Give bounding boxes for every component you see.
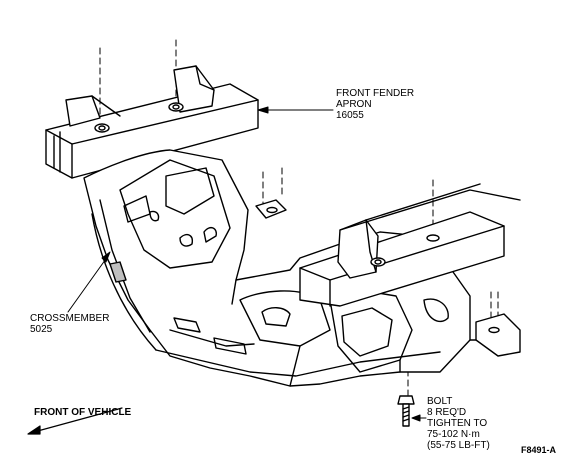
front-arrow-icon: [27, 407, 123, 435]
figure-id: F8491-A: [521, 445, 557, 455]
crossmember-body: [83, 149, 471, 387]
mounting-brackets: [255, 199, 521, 357]
bolt-label-line: 8 REQ'D: [427, 407, 467, 418]
leader-lines: [67, 106, 427, 422]
front-of-vehicle-label: FRONT OF VEHICLE: [34, 407, 132, 418]
bolt-icon: [397, 395, 415, 427]
crossmember-label: CROSSMEMBER 5025: [30, 313, 109, 335]
apron-label-line: APRON: [336, 99, 372, 110]
bolt-label-line: (55-75 LB-FT): [427, 440, 490, 451]
crossmember-label-line: 5025: [30, 324, 53, 335]
right-side-rail: [299, 183, 521, 307]
front-fender-apron-label: FRONT FENDER APRON 16055: [336, 88, 414, 121]
bolt-label: BOLT 8 REQ'D TIGHTEN TO 75-102 N·m (55-7…: [427, 396, 490, 451]
bolt-label-line: 75-102 N·m: [427, 429, 480, 440]
bolt-label-line: TIGHTEN TO: [427, 418, 488, 429]
apron-label-line: 16055: [336, 110, 364, 121]
bolt-label-line: BOLT: [427, 396, 453, 407]
apron-label-line: FRONT FENDER: [336, 88, 415, 99]
front-fender-apron: [45, 65, 259, 179]
crossmember-label-line: CROSSMEMBER: [30, 313, 110, 324]
